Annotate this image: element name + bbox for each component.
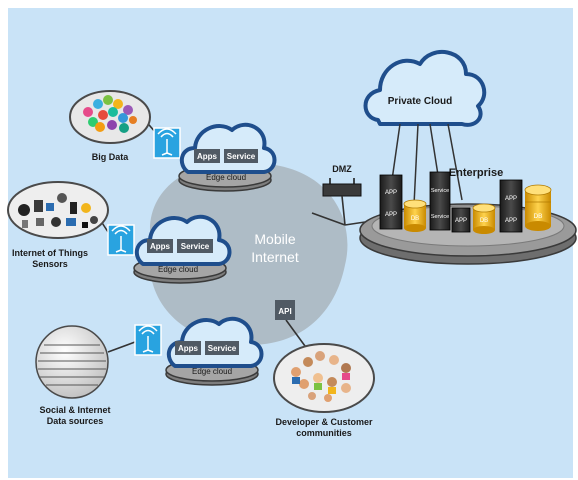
db-3: DB <box>524 184 552 231</box>
mobile-internet-label-line1: Mobile <box>254 231 295 247</box>
big-data-icon <box>83 95 137 133</box>
db-1: DB <box>403 199 427 232</box>
wifi-badge-3 <box>134 324 162 356</box>
edge-cloud-1: Apps Service Edge cloud <box>178 122 277 192</box>
edge-cloud-label: Edge cloud <box>158 265 198 274</box>
social-label-line2: Data sources <box>47 416 104 426</box>
antenna-icon <box>138 325 158 353</box>
apps-label: Apps <box>197 152 218 161</box>
router-icon <box>322 183 362 197</box>
server-3: APP <box>451 207 471 233</box>
service-label: Service <box>227 152 256 161</box>
data-globe-icon <box>35 325 109 399</box>
private-cloud: Private Cloud <box>363 49 487 206</box>
iot-label-line2: Sensors <box>32 259 68 269</box>
dmz-label: DMZ <box>332 164 352 174</box>
iot-sensors-source: Internet of Things Sensors <box>7 181 109 269</box>
edge-cloud-label: Edge cloud <box>192 367 232 376</box>
wifi-badge-1 <box>153 127 181 159</box>
big-data-source: Big Data <box>69 90 151 162</box>
server-app-label: APP <box>505 218 517 224</box>
enterprise-datacenter: Enterprise APP APP DB Service Service <box>359 167 577 265</box>
db-label: DB <box>411 216 419 222</box>
server-app-label: APP <box>455 218 467 224</box>
dmz-gateway: DMZ <box>322 164 362 226</box>
server-app-label: APP <box>505 196 517 202</box>
antenna-icon <box>111 225 131 253</box>
antenna-icon <box>157 128 177 156</box>
wifi-badge-2 <box>107 224 135 256</box>
developer-label-line1: Developer & Customer <box>275 417 373 427</box>
people-icon <box>291 351 351 402</box>
db-label: DB <box>533 213 542 220</box>
service-label: Service <box>208 344 237 353</box>
apps-label: Apps <box>178 344 199 353</box>
server-app-label: APP <box>385 190 397 196</box>
cloud-icon <box>363 49 487 127</box>
server-service-label: Service <box>431 188 449 194</box>
mobile-internet-region: Mobile Internet <box>150 160 348 345</box>
developer-communities: Developer & Customer communities <box>273 343 375 438</box>
api-label: API <box>278 307 291 316</box>
binary-pattern <box>38 344 106 386</box>
server-2: Service Service <box>429 171 451 231</box>
server-1: APP APP <box>379 174 403 230</box>
social-data-source: Social & Internet Data sources <box>35 325 111 426</box>
edge-cloud-2: Apps Service Edge cloud <box>133 214 232 284</box>
iot-devices-icon <box>18 193 98 228</box>
db-2: DB <box>472 203 496 234</box>
social-label-line1: Social & Internet <box>39 405 110 415</box>
edge-cloud-3: Apps Service Edge cloud <box>165 316 264 386</box>
private-cloud-links <box>391 123 463 206</box>
server-app-label: APP <box>385 212 397 218</box>
server-4: APP APP <box>499 179 523 233</box>
apps-label: Apps <box>150 242 171 251</box>
iot-label-line1: Internet of Things <box>12 248 88 258</box>
edge-cloud-label: Edge cloud <box>206 173 246 182</box>
private-cloud-label: Private Cloud <box>388 96 452 107</box>
api-badge: API <box>275 300 295 320</box>
service-label: Service <box>181 242 210 251</box>
cloud-icon <box>179 122 277 174</box>
big-data-label: Big Data <box>92 152 130 162</box>
enterprise-label: Enterprise <box>449 167 503 179</box>
mobile-internet-label-line2: Internet <box>251 249 299 265</box>
server-service-label: Service <box>431 214 449 220</box>
db-label: DB <box>480 218 488 224</box>
developer-label-line2: communities <box>296 428 352 438</box>
